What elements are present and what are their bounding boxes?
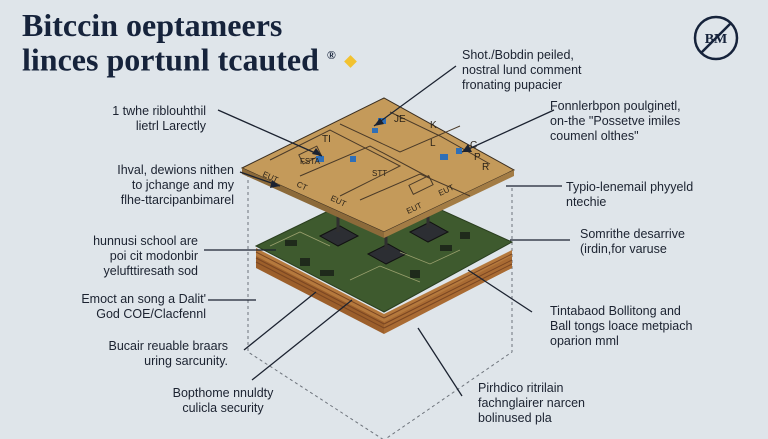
svg-text:R: R: [482, 162, 489, 173]
logo-text: BM: [705, 32, 728, 47]
board-tile-labels: JE K TI L C P R: [322, 114, 489, 173]
label-left-5: Bucair reuable braars uring sarcunity.: [108, 339, 228, 368]
label-left-3: hunnusi school are poi cit modonbir yelu…: [93, 234, 198, 278]
top-board-layer: JE K TI L C P R EUT CT EUT EUT EUT FSTA …: [240, 97, 516, 238]
svg-text:P: P: [474, 152, 481, 163]
svg-text:K: K: [430, 120, 437, 131]
svg-text:C: C: [470, 140, 477, 151]
svg-text:JE: JE: [394, 114, 406, 125]
svg-text:FSTA: FSTA: [300, 157, 321, 166]
label-right-1: Fonnlerbpon poulginetl, on-the "Possetve…: [550, 99, 681, 143]
bm-logo: BM: [693, 15, 739, 61]
label-right-2: Typio-lenemail phyyeld ntechie: [566, 180, 694, 209]
svg-text:STT: STT: [372, 169, 387, 178]
label-bottom-center: Pirhdico ritrilain fachnglairer narcen b…: [478, 381, 586, 425]
label-right-4: Tintabaod Bollitong and Ball tongs loace…: [550, 304, 693, 348]
registered-mark: ®: [326, 48, 336, 62]
dashed-frame: [247, 168, 513, 439]
svg-text:L: L: [430, 138, 436, 149]
chip-3: [408, 221, 450, 243]
label-left-4: Emoct an song a Dalit' God COE/Clacfennl: [81, 292, 206, 321]
label-bottom-left: Bopthome nnuldty culicla security: [172, 386, 274, 415]
label-left-2: Ihval, dewions nithen to jchange and my …: [117, 163, 234, 207]
label-top-center: Shot./Bobdin peiled, nostral lund commen…: [462, 48, 582, 92]
base-layers: [255, 248, 513, 334]
arrow-heads: [270, 118, 472, 188]
title-line-1: Bitccin oeptameers: [22, 7, 283, 43]
svg-text:CT: CT: [295, 180, 309, 193]
label-right-3: Somrithe desarrive (irdin,for varuse: [580, 227, 685, 256]
leader-lines: [204, 65, 570, 397]
label-left-1: 1 twhe riblouhthil lietrl Larectly: [112, 104, 206, 133]
title-line-2: linces portunl tcauted ®: [22, 41, 336, 78]
svg-text:TI: TI: [322, 134, 331, 145]
diagram-title: Bitccin oeptameers linces portunl tcaute…: [22, 7, 336, 78]
chip-1: [318, 225, 360, 247]
